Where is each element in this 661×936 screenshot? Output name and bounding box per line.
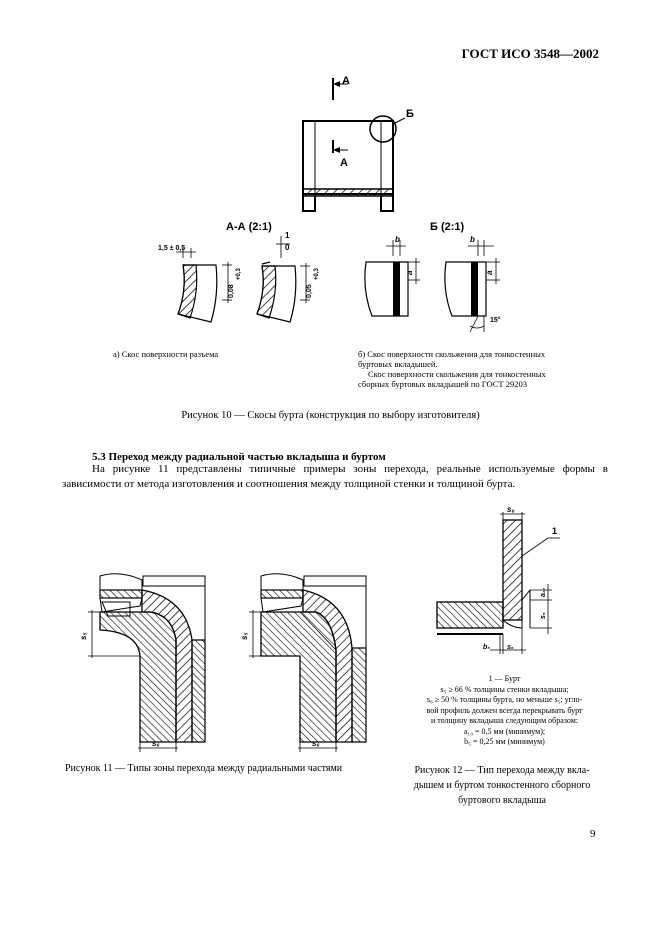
figure12-caption-line-1: Рисунок 12 — Тип перехода между вкла- [414,765,590,776]
caption-b-line-2: буртовых вкладышей. [358,359,438,369]
figure12-caption: Рисунок 12 — Тип перехода между вкла- ды… [397,763,607,808]
legend-line-2: s₅ ≥ 66 % толщины стенки вкладыша; [440,684,569,694]
dim-a-2: a [485,270,494,275]
legend-line-6: a₁₀ = 0,5 мм (минимум); [463,726,546,736]
fig12-dim-b5: b₅ [483,644,490,651]
figure11-left [88,573,206,752]
dim-tol-2-sup: +0,3 [314,267,320,280]
fig11-right-dim-s5: s₅ [240,632,249,640]
view-aa-label: А-А (2:1) [226,221,272,233]
fig11-left-dim-s6: s₆ [152,739,160,748]
dim-chamfer-a: 1,5 ± 0,5 [158,245,185,252]
legend-line-3: s₆ ≥ 50 % толщины бурта, но меньше s₅; у… [426,695,583,704]
figure10-b-detail-1 [364,240,420,317]
dim-one: 1 [285,231,290,240]
page-number: 9 [590,828,596,840]
dim-tol-2: 0,05 [306,284,313,298]
legend-line-4: вой профиль должен всегда перекрывать бу… [426,705,583,715]
figure10-caption-b: б) Скос поверхности скольжения для тонко… [358,349,618,389]
section-paragraph: На рисунке 11 представлены типичные прим… [62,463,608,490]
figure10-b-detail-2 [444,240,500,333]
legend-line-5: и толщину вкладыша следующим образом: [430,716,579,725]
figure10-caption: Рисунок 10 — Скосы бурта (конструкция по… [181,410,480,421]
caption-b-line-4: сборных буртовых вкладышей по ГОСТ 29203 [358,379,527,389]
dim-b-2: b [470,235,475,244]
fig12-dim-s6-bottom: s₆ [507,644,514,651]
dim-a-1: a [405,270,414,275]
fig12-dim-s5: s₅ [540,612,547,619]
section-label-top: А [342,75,350,87]
fig11-right-dim-s6: s₆ [312,739,320,748]
figure10-aa-detail-1 [176,248,232,323]
figure11-caption: Рисунок 11 — Типы зоны перехода между ра… [65,763,343,774]
legend-line-7: b₅ = 0,25 мм (минимум) [464,737,545,746]
figure12-caption-line-2: дышем и буртом тонкостенного сборного [413,780,591,791]
fig12-dim-a10: a₁₀ [540,588,547,597]
figure11-right [249,573,367,752]
figure10-main-view [302,78,406,212]
figure12-caption-line-3: буртового вкладыша [458,795,546,806]
figure10-caption-a: а) Скос поверхности разъема [113,349,219,359]
figure10-aa-detail-2 [256,236,310,323]
section-title: 5.3 Переход между радиальной частью вкла… [92,451,386,463]
fig12-callout: 1 [552,526,557,536]
caption-b-line-1: б) Скос поверхности скольжения для тонко… [358,349,546,359]
figure12-drawing [436,512,560,654]
fig12-dim-s6: s₆ [507,505,515,514]
view-b-label: Б (2:1) [430,221,465,233]
figure12-legend: 1 — Бурт s₅ ≥ 66 % толщины стенки вклады… [392,674,617,748]
fig11-left-dim-s5: s₅ [79,632,88,640]
dim-tol-1-sup: +0,3 [236,267,242,280]
caption-b-line-3: Скос поверхности скольжения для тонкосте… [368,369,546,379]
dim-zero: 0 [285,243,290,252]
dim-tol-1: 0,08 [228,284,235,298]
detail-label: Б [406,108,414,120]
section-label-bottom: А [340,157,348,169]
document-header: ГОСТ ИСО 3548—2002 [461,46,599,61]
dim-b-1: b [395,235,400,244]
dim-angle: 15° [490,316,501,324]
legend-line-1: 1 — Бурт [488,674,521,683]
